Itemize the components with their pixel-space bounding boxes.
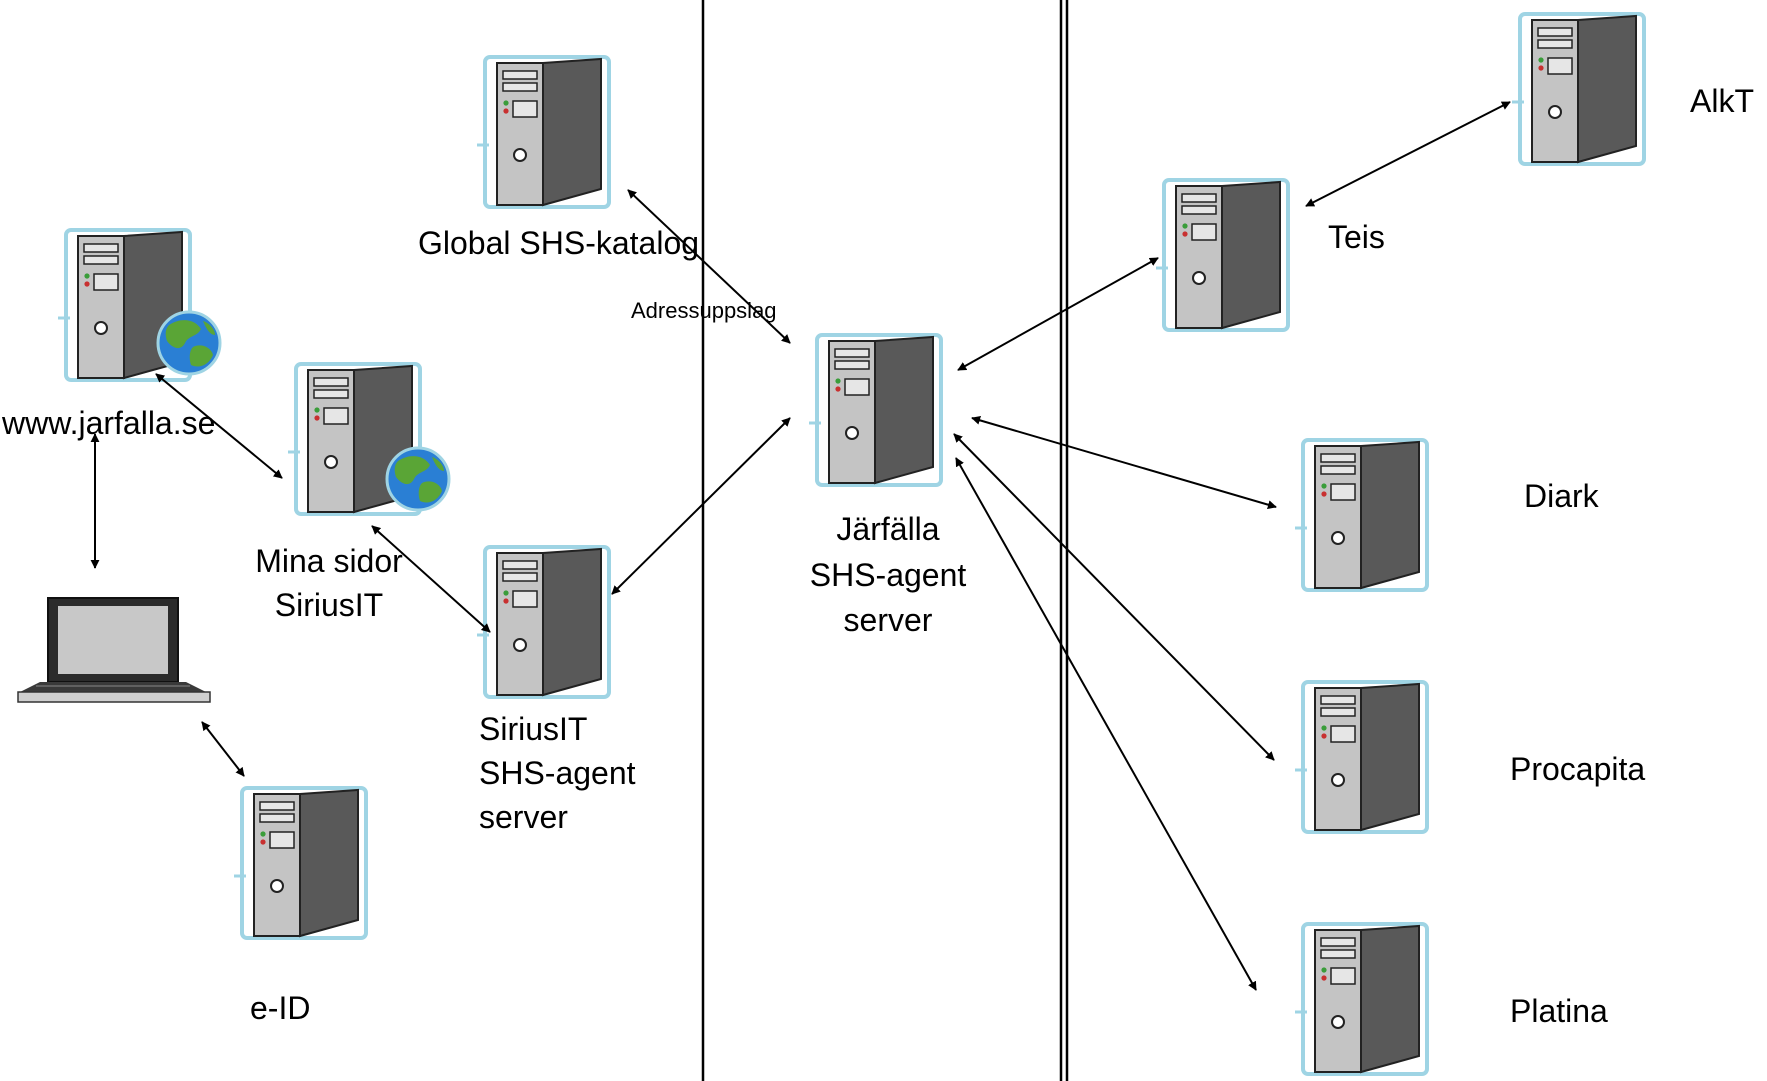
link-alkt-teis — [1305, 101, 1511, 207]
server-procapita — [1293, 680, 1429, 834]
server-alkt — [1510, 12, 1646, 166]
server-eid — [232, 786, 368, 940]
server-teis — [1154, 178, 1290, 332]
label-siriusit-line3: server — [479, 799, 568, 835]
link-jarfalla-procapita — [953, 433, 1275, 761]
globe-icon-mina-sidor — [385, 446, 451, 512]
label-eid: e-ID — [250, 990, 310, 1026]
link-teis-jarfalla — [957, 257, 1159, 371]
label-mina-sidor-line1: Mina sidor — [255, 543, 403, 579]
server-global-katalog — [475, 55, 611, 209]
server-siriusit-shs — [475, 545, 611, 699]
link-laptop-eid — [201, 721, 245, 777]
globe-icon-www — [156, 310, 222, 376]
link-www-mina-sidor — [155, 373, 283, 479]
label-alkt: AlkT — [1690, 83, 1754, 119]
server-platina — [1293, 922, 1429, 1076]
label-mina-sidor-line2: SiriusIT — [275, 587, 383, 623]
label-siriusit-line1: SiriusIT — [479, 711, 587, 747]
label-procapita: Procapita — [1510, 751, 1645, 787]
label-teis: Teis — [1328, 219, 1385, 255]
label-siriusit-line2: SHS-agent — [479, 755, 636, 791]
label-jarfalla-line2: SHS-agent — [810, 557, 967, 593]
link-siriusit-jarfalla — [611, 417, 791, 595]
label-jarfalla-line1: Järfälla — [836, 511, 939, 547]
server-diark — [1293, 438, 1429, 592]
label-jarfalla-line3: server — [844, 602, 933, 638]
link-mina-sidor-siriusit — [371, 525, 491, 633]
label-global-katalog: Global SHS-katalog — [418, 225, 699, 261]
link-katalog-jarfalla — [627, 189, 791, 344]
label-diark: Diark — [1524, 478, 1600, 514]
link-jarfalla-platina — [955, 457, 1257, 991]
server-jarfalla-shs — [807, 333, 943, 487]
label-platina: Platina — [1510, 993, 1608, 1029]
label-adressuppslag: Adressuppslag — [631, 298, 777, 323]
link-jarfalla-diark — [971, 415, 1277, 510]
laptop-icon — [17, 597, 211, 703]
label-www: www.jarfalla.se — [1, 405, 215, 441]
